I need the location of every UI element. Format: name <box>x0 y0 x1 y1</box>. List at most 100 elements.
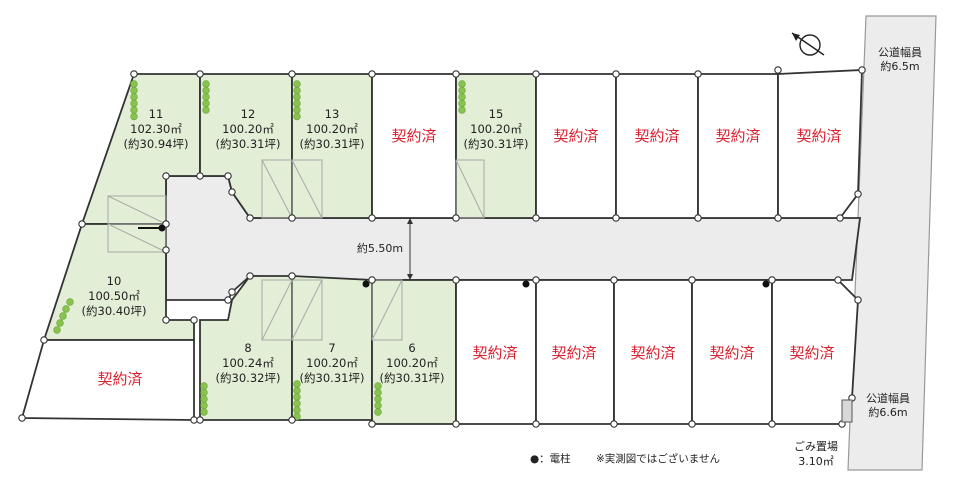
boundary-marker <box>854 190 862 198</box>
garbage-area-value: 3.10㎡ <box>798 455 834 468</box>
tree-marker <box>293 386 301 395</box>
lot-area: 100.20㎡ <box>306 122 358 136</box>
boundary-marker <box>224 172 232 180</box>
tree-marker <box>293 80 301 88</box>
tree-marker <box>293 112 301 121</box>
tree-marker <box>53 326 61 334</box>
public-road-bottom-width: 約6.6m <box>868 405 907 419</box>
tree-marker <box>130 86 138 95</box>
tree-marker <box>293 399 301 408</box>
boundary-marker <box>774 214 782 222</box>
boundary-marker <box>246 272 254 280</box>
boundary-marker <box>774 66 782 74</box>
tree-marker <box>200 388 208 397</box>
tree-marker <box>200 408 208 416</box>
boundary-marker <box>768 420 776 428</box>
lot-label-8: 8 100.24㎡ (約30.32坪) <box>216 341 281 385</box>
lot-label-7: 7 100.20㎡ (約30.31坪) <box>300 341 365 385</box>
boundary-marker <box>78 220 86 228</box>
lot-17-shape[interactable] <box>615 73 699 219</box>
lot-label-11: 11 102.30㎡ (約30.94坪) <box>124 107 189 151</box>
lot-label-13: 13 100.20㎡ (約30.31坪) <box>300 107 365 151</box>
tree-marker <box>200 401 208 410</box>
lot-area: 100.20㎡ <box>470 122 522 136</box>
boundary-marker <box>368 70 376 78</box>
lot-tsubo: (約30.31坪) <box>300 371 365 385</box>
tree-marker <box>374 408 382 416</box>
lot-8-shape[interactable] <box>199 275 293 421</box>
tree-marker <box>458 80 466 88</box>
tree-marker <box>374 401 382 410</box>
boundary-marker <box>368 420 376 428</box>
tree-marker <box>200 382 208 390</box>
boundary-marker <box>532 276 540 284</box>
tree-markers <box>53 80 466 421</box>
public-road-top-label: 公道幅員 <box>878 45 922 59</box>
public-road-bottom-label: 公道幅員 <box>866 391 910 405</box>
boundary-marker <box>196 172 204 180</box>
boundary-marker <box>452 420 460 428</box>
boundary-marker <box>162 172 170 180</box>
sold-label-lot-5: 契約済 <box>472 344 517 362</box>
utility-pole <box>362 280 370 288</box>
tree-marker <box>293 93 301 101</box>
lot-18-shape[interactable] <box>697 73 779 219</box>
boundary-marker <box>190 316 198 324</box>
lot-14-shape[interactable] <box>371 73 457 219</box>
legend-pole: ●：電柱 <box>530 452 571 465</box>
boundary-marker <box>612 214 620 222</box>
boundary-marker <box>368 214 376 222</box>
tree-marker <box>130 112 138 121</box>
tree-marker <box>374 388 382 397</box>
lot-area: 102.30㎡ <box>130 122 182 136</box>
lot-number: 15 <box>489 107 504 121</box>
lot-number: 6 <box>408 341 415 355</box>
tree-marker <box>458 93 466 101</box>
lot-16-shape[interactable] <box>535 73 617 219</box>
lot-label-6: 6 100.20㎡ (約30.31坪) <box>380 341 445 385</box>
lot-19-shape[interactable] <box>777 69 863 219</box>
boundary-marker <box>858 66 866 74</box>
lot-number: 10 <box>107 274 122 288</box>
lot-tsubo: (約30.40坪) <box>82 304 147 318</box>
tree-marker <box>293 106 301 114</box>
tree-marker <box>56 319 64 327</box>
sold-label-lot-4: 契約済 <box>551 344 596 362</box>
boundary-marker <box>532 70 540 78</box>
boundary-marker <box>18 414 26 422</box>
boundary-marker <box>196 416 204 424</box>
lot-area: 100.24㎡ <box>222 356 274 370</box>
boundary-marker <box>694 214 702 222</box>
tree-marker <box>458 86 466 95</box>
boundary-marker <box>836 214 844 222</box>
lot-tsubo: (約30.32坪) <box>216 371 281 385</box>
boundary-marker <box>688 276 696 284</box>
lot-area: 100.50㎡ <box>88 289 140 303</box>
tree-marker <box>293 86 301 95</box>
tree-marker <box>130 99 138 108</box>
lot-tsubo: (約30.31坪) <box>216 137 281 151</box>
boundary-marker <box>190 416 198 424</box>
boundary-marker <box>452 214 460 222</box>
boundary-marker <box>162 246 170 254</box>
sold-label-lot-9: 契約済 <box>97 370 142 388</box>
lot-area: 100.20㎡ <box>386 356 438 370</box>
tree-marker <box>293 406 301 414</box>
tree-marker <box>130 106 138 114</box>
boundary-marker <box>288 272 296 280</box>
utility-pole <box>522 280 530 288</box>
tree-marker <box>202 80 210 88</box>
tree-marker <box>293 412 301 421</box>
tree-marker <box>130 80 138 88</box>
lot-area: 100.20㎡ <box>306 356 358 370</box>
boundary-marker <box>288 214 296 222</box>
sold-label-lot-3: 契約済 <box>630 344 675 362</box>
boundary-marker <box>532 214 540 222</box>
boundary-marker <box>452 70 460 78</box>
sold-label-lot-14: 契約済 <box>391 127 436 145</box>
boundary-marker <box>688 420 696 428</box>
tree-marker <box>66 298 74 306</box>
boundary-marker <box>694 70 702 78</box>
lot-number: 8 <box>244 341 251 355</box>
